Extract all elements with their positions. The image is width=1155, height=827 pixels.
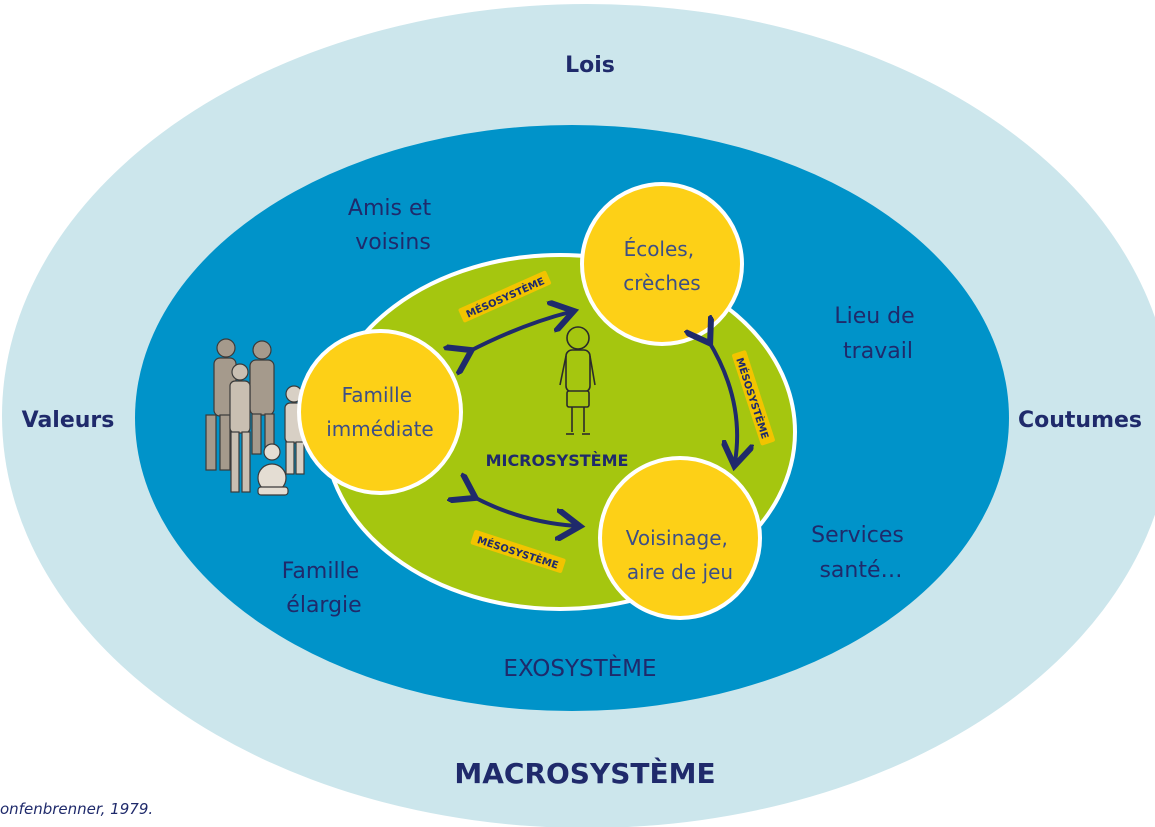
exo-label-services: Services santé…	[811, 523, 911, 583]
label-neighborhood: Voisinage, aire de jeu	[626, 526, 735, 584]
circle-immediate-family	[297, 329, 463, 495]
exo-label-work: Lieu de travail	[834, 304, 921, 364]
source-caption: onfenbrenner, 1979.	[0, 800, 154, 818]
exosystem-title: EXOSYSTÈME	[503, 654, 656, 682]
macro-label-laws: Lois	[565, 53, 615, 78]
macrosystem-title: MACROSYSTÈME	[454, 756, 715, 790]
macro-label-values: Valeurs	[22, 408, 115, 433]
exo-label-extended-family: Famille élargie	[282, 559, 366, 618]
exo-label-friends: Amis et voisins	[348, 196, 438, 255]
meso-arrow-family-neighborhood	[472, 496, 576, 526]
meso-arrow-family-schools	[468, 312, 570, 352]
label-immediate-family: Famille immédiate	[326, 383, 433, 441]
microsystem-title: MICROSYSTÈME	[486, 451, 629, 470]
macro-label-customs: Coutumes	[1018, 408, 1142, 433]
circle-neighborhood	[598, 456, 762, 620]
circle-schools	[580, 182, 744, 346]
label-schools: Écoles, crèches	[623, 237, 700, 295]
meso-arrow-schools-neighborhood	[708, 340, 737, 462]
family-illustration	[205, 338, 306, 496]
